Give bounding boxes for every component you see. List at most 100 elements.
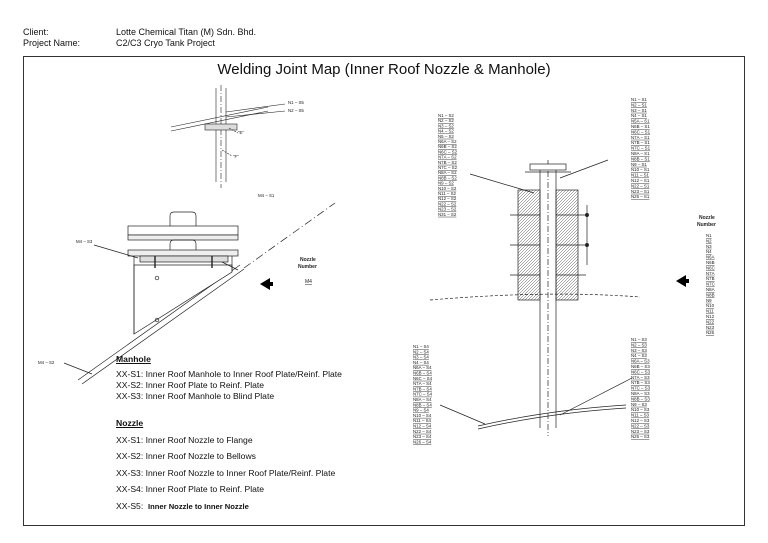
arrow-left-tail-right: [685, 279, 689, 283]
arrow-left-icon-right: [676, 275, 686, 287]
list-item-s3: N6B – S3: [631, 364, 650, 369]
list-item-s4: N22 – S4: [413, 429, 432, 434]
arrow-left-icon: [260, 278, 270, 290]
list-item-s2: N6A – S2: [438, 139, 457, 144]
list-item-s3: N6A – S3: [631, 359, 650, 364]
list-item-s1: N7C – S1: [631, 146, 651, 151]
list-item-s3: N8B – S3: [631, 396, 650, 401]
legend-manhole-heading: Manhole: [116, 354, 151, 364]
legend-nozzle-heading: Nozzle: [116, 418, 144, 428]
nozzle-number-item: N4: [706, 249, 712, 254]
nozzle-number-item: N12: [706, 314, 715, 319]
list-item-s4: N23 – S4: [413, 434, 432, 439]
label-m4-s2: M4 – S2: [38, 360, 55, 365]
list-item-s2: N6B – S2: [438, 144, 457, 149]
list-item-s1: N9 – S1: [631, 162, 647, 167]
nozzle-number-item: N7B: [706, 276, 715, 281]
list-item-s1: N12 – S1: [631, 178, 650, 183]
nozzle-number-item: N8B: [706, 292, 715, 297]
list-item-s3: N12 – S3: [631, 418, 650, 423]
nozzle-number-item: N6B: [706, 260, 715, 265]
list-item-s4: N8A – S4: [413, 397, 432, 402]
label-m4-s3: M4 – S3: [76, 239, 93, 244]
list-item-s2: N23 – S2: [438, 207, 457, 212]
list-item-s4: N6C – S4: [413, 376, 433, 381]
list-item-s3: N9 – S3: [631, 402, 647, 407]
drawing-frame: [23, 56, 745, 526]
nozzle-number-item: N22: [706, 319, 715, 324]
list-item-s1: N11 – S1: [631, 173, 650, 178]
list-item-s4: N8B – S4: [413, 402, 432, 407]
list-item-s3: N23 – S3: [631, 429, 650, 434]
list-item-s4: N11 – S4: [413, 418, 432, 423]
list-item-s4: N4 – S4: [413, 360, 429, 365]
list-item-s3: N6C – S3: [631, 369, 651, 374]
nozzle-number-item: N26: [706, 330, 715, 335]
legend-nozzle-s5-code: XX-S5:: [116, 500, 144, 511]
list-item-s1: N2 – S1: [631, 102, 647, 107]
arrow-left-tail: [269, 282, 273, 286]
label-e: “E”: [238, 130, 244, 135]
legend-nozzle-item: XX-S2: Inner Roof Nozzle to Bellows: [116, 451, 256, 461]
legend-nozzle-item: XX-S3: Inner Roof Nozzle to Inner Roof P…: [116, 467, 336, 478]
list-item-s4: N3 – S4: [413, 355, 429, 360]
list-item-s2: N7B – S2: [438, 160, 457, 165]
list-item-s4: N7C – S4: [413, 392, 433, 397]
list-item-s2: N10 – S2: [438, 186, 457, 191]
right-nozzle-number-caption-2: Number: [697, 222, 716, 228]
nozzle-number-item: N11: [706, 309, 714, 314]
label-n1-s5: N1 – S5: [288, 100, 304, 105]
list-item-s2: N22 – S2: [438, 201, 457, 206]
list-item-s3: N7B – S3: [631, 380, 650, 385]
nozzle-number-item: N23: [706, 325, 715, 330]
list-item-s2: N7A – S2: [438, 155, 457, 160]
legend-manhole: Manhole XX-S1: Inner Roof Manhole to Inn…: [116, 354, 342, 402]
legend-nozzle-item: XX-S4: Inner Roof Plate to Reinf. Plate: [116, 484, 265, 494]
list-item-s1: N4 – S1: [631, 113, 647, 118]
legend-manhole-item: XX-S1: Inner Roof Manhole to Inner Roof …: [116, 369, 342, 379]
list-item-s3: N3 – S3: [631, 348, 647, 353]
list-item-s2: N7C – S2: [438, 165, 458, 170]
list-item-s2: N12 – S2: [438, 196, 457, 201]
list-item-s4: N26 – S4: [413, 439, 432, 444]
list-item-s4: N12 – S4: [413, 424, 432, 429]
list-item-s1: N10 – S1: [631, 167, 650, 172]
list-item-s1: N1 – S1: [631, 97, 647, 102]
list-item-s2: N6C – S2: [438, 149, 458, 154]
list-item-s1: N7A – S1: [631, 135, 650, 140]
detail-nozzle-drawing: [170, 85, 286, 188]
manhole-drawing: [63, 202, 336, 385]
list-item-s3: N1 – S3: [631, 337, 647, 342]
list-item-s2: N4 – S2: [438, 129, 454, 134]
list-item-s2: N1 – S2: [438, 113, 454, 118]
nozzle-number-item: N10: [706, 303, 715, 308]
client-label: Client:: [23, 27, 49, 37]
legend-manhole-item: XX-S3: Inner Roof Manhole to Blind Plate: [116, 391, 275, 401]
list-item-s4: N7B – S4: [413, 386, 432, 391]
nozzle-number-item: N8A: [706, 287, 715, 292]
list-item-s3: N26 – S3: [631, 434, 650, 439]
legend-nozzle: Nozzle XX-S1: Inner Roof Nozzle to Flang…: [116, 415, 335, 515]
list-item-s2: N31 – S2: [438, 212, 457, 217]
client-value: Lotte Chemical Titan (M) Sdn. Bhd.: [116, 27, 257, 37]
label-f: “F”: [233, 154, 239, 159]
list-item-s3: N11 – S3: [631, 413, 650, 418]
list-item-s4: N6B – S4: [413, 371, 432, 376]
list-item-s4: N6A – S4: [413, 365, 432, 370]
nozzle-number-item: N2: [706, 238, 712, 243]
list-item-s2: N8B – S2: [438, 175, 457, 180]
nozzle-number-item: N6A: [706, 255, 715, 260]
list-item-s3: N10 – S3: [631, 407, 650, 412]
project-label: Project Name:: [23, 38, 81, 48]
label-m4-s1: M4 – S1: [258, 193, 275, 198]
nozzle-number-item: N6C: [706, 265, 715, 270]
list-item-s1: N3 – S1: [631, 108, 647, 113]
list-item-s3: N22 – S3: [631, 423, 650, 428]
nozzle-number-caption-1: Nozzle: [300, 257, 316, 263]
nozzle-number-item: N9: [706, 298, 712, 303]
list-item-s1: N5A – S1: [631, 119, 650, 124]
list-item-s2: N3 – S2: [438, 123, 454, 128]
list-item-s1: N8B – S1: [631, 156, 650, 161]
